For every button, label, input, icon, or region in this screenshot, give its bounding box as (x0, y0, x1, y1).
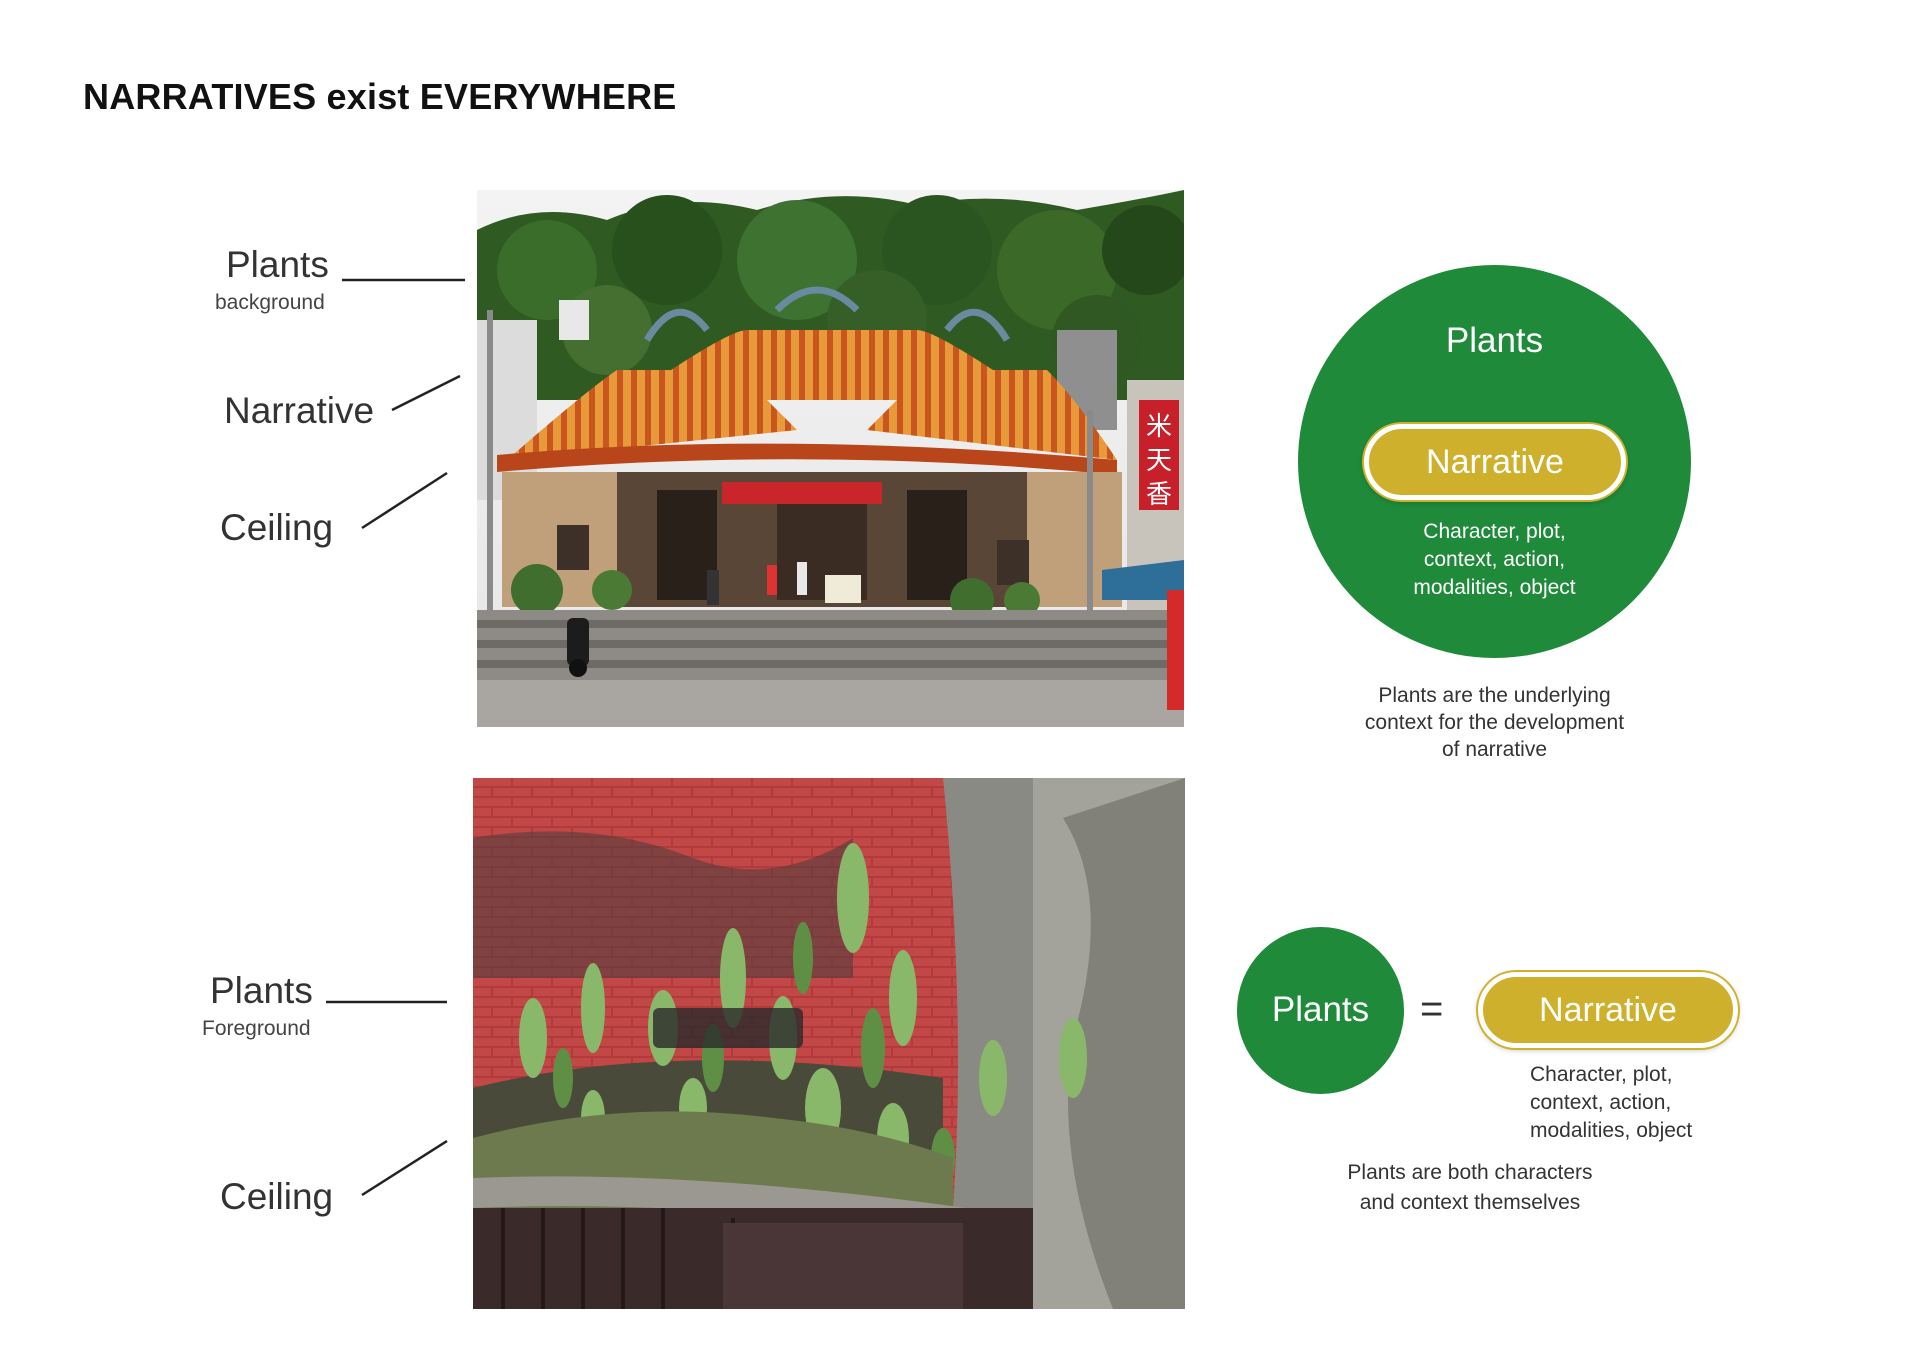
caption2-line-2: and context themselves (1359, 1191, 1581, 1214)
sign-char-2: 天 (1146, 446, 1172, 476)
label-narrative: Narrative (224, 390, 375, 431)
temple-photo: 米 天 (477, 190, 1184, 727)
equals-sign: = (1420, 987, 1444, 1031)
caption1-line-1: Plants are the underlying (1378, 684, 1611, 707)
sign-char-1: 米 (1146, 412, 1172, 442)
page-title: NARRATIVES exist EVERYWHERE (83, 76, 677, 117)
leader-line-ceiling-1 (361, 471, 448, 530)
label-foreground-sub: Foreground (202, 1017, 311, 1040)
leader-line-narrative (391, 374, 461, 412)
leader-lines (326, 278, 465, 1197)
inner-description: Character, plot, context, action, modali… (1298, 518, 1691, 602)
label-plants-foreground: Plants (210, 970, 313, 1011)
plants-outer-label: Plants (1445, 321, 1544, 360)
plants-small-label: Plants (1271, 990, 1370, 1029)
inner-desc-line-3: modalities, object (1413, 576, 1576, 599)
inner-desc-line-2: context, action, (1423, 548, 1566, 571)
label-background-sub: background (215, 291, 325, 314)
caption2-line-1: Plants are both characters (1347, 1161, 1593, 1184)
narrative-pill: Narrative (1478, 972, 1738, 1048)
desc2-line-3: modalities, object (1530, 1119, 1693, 1142)
label-ceiling-1: Ceiling (220, 507, 334, 548)
leader-line-ceiling-2 (361, 1139, 448, 1197)
diagram2-caption: Plants are both characters and context t… (1300, 1158, 1640, 1218)
caption1-line-2: context for the development (1364, 711, 1625, 734)
desc2-line-2: context, action, (1530, 1091, 1672, 1114)
label-ceiling-2: Ceiling (220, 1176, 334, 1217)
inner-desc-line-1: Character, plot, (1423, 520, 1566, 543)
narrative-inner-pill: Narrative (1364, 424, 1626, 500)
sign-char-3: 香 (1146, 480, 1172, 510)
diagram1-caption: Plants are the underlying context for th… (1298, 682, 1691, 763)
narrative-description: Character, plot, context, action, modali… (1530, 1061, 1692, 1145)
plants-small-circle (1237, 927, 1404, 1094)
wall-plants-photo (473, 778, 1185, 1309)
caption1-line-3: of narrative (1441, 738, 1548, 761)
desc2-line-1: Character, plot, (1530, 1063, 1673, 1086)
label-plants-background: Plants (226, 244, 329, 285)
